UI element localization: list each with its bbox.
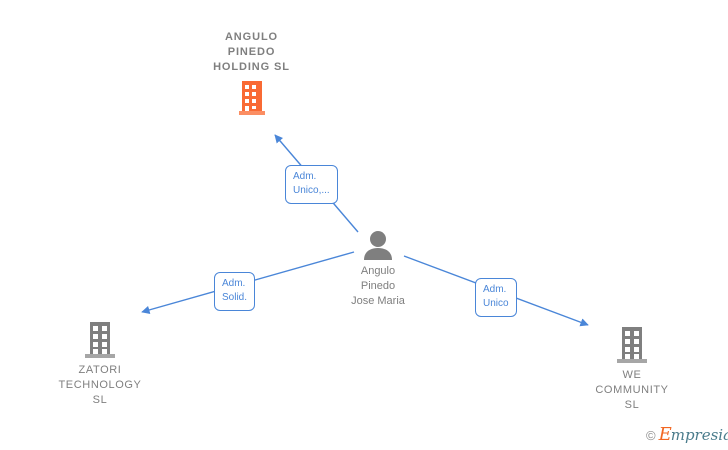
empresia-watermark: © E mpresia bbox=[646, 426, 728, 444]
edge-label-adm-unico[interactable]: Adm. Unico bbox=[475, 278, 517, 317]
person-icon bbox=[364, 231, 392, 260]
node-person[interactable]: Angulo Pinedo Jose Maria bbox=[318, 230, 438, 309]
building-icon bbox=[238, 81, 265, 115]
node-company-left[interactable]: ZATORI TECHNOLOGY SL bbox=[30, 322, 170, 408]
node-person-label: Angulo Pinedo Jose Maria bbox=[351, 265, 405, 307]
building-icon bbox=[85, 322, 115, 358]
building-icon bbox=[617, 327, 647, 363]
brand-name: mpresia bbox=[670, 426, 728, 444]
node-root-company[interactable]: ANGULO PINEDO HOLDING SL bbox=[179, 30, 324, 115]
brand-initial: E bbox=[658, 424, 672, 445]
node-company-right[interactable]: WE COMMUNITY SL bbox=[562, 327, 702, 413]
node-company-right-label: WE COMMUNITY SL bbox=[595, 369, 669, 411]
node-root-company-label: ANGULO PINEDO HOLDING SL bbox=[213, 31, 290, 73]
node-company-left-label: ZATORI TECHNOLOGY SL bbox=[58, 364, 142, 406]
copyright-icon: © bbox=[646, 428, 656, 443]
edge-label-adm-unico-holding[interactable]: Adm. Unico,... bbox=[285, 165, 338, 204]
edge-label-adm-solid[interactable]: Adm. Solid. bbox=[214, 272, 256, 311]
